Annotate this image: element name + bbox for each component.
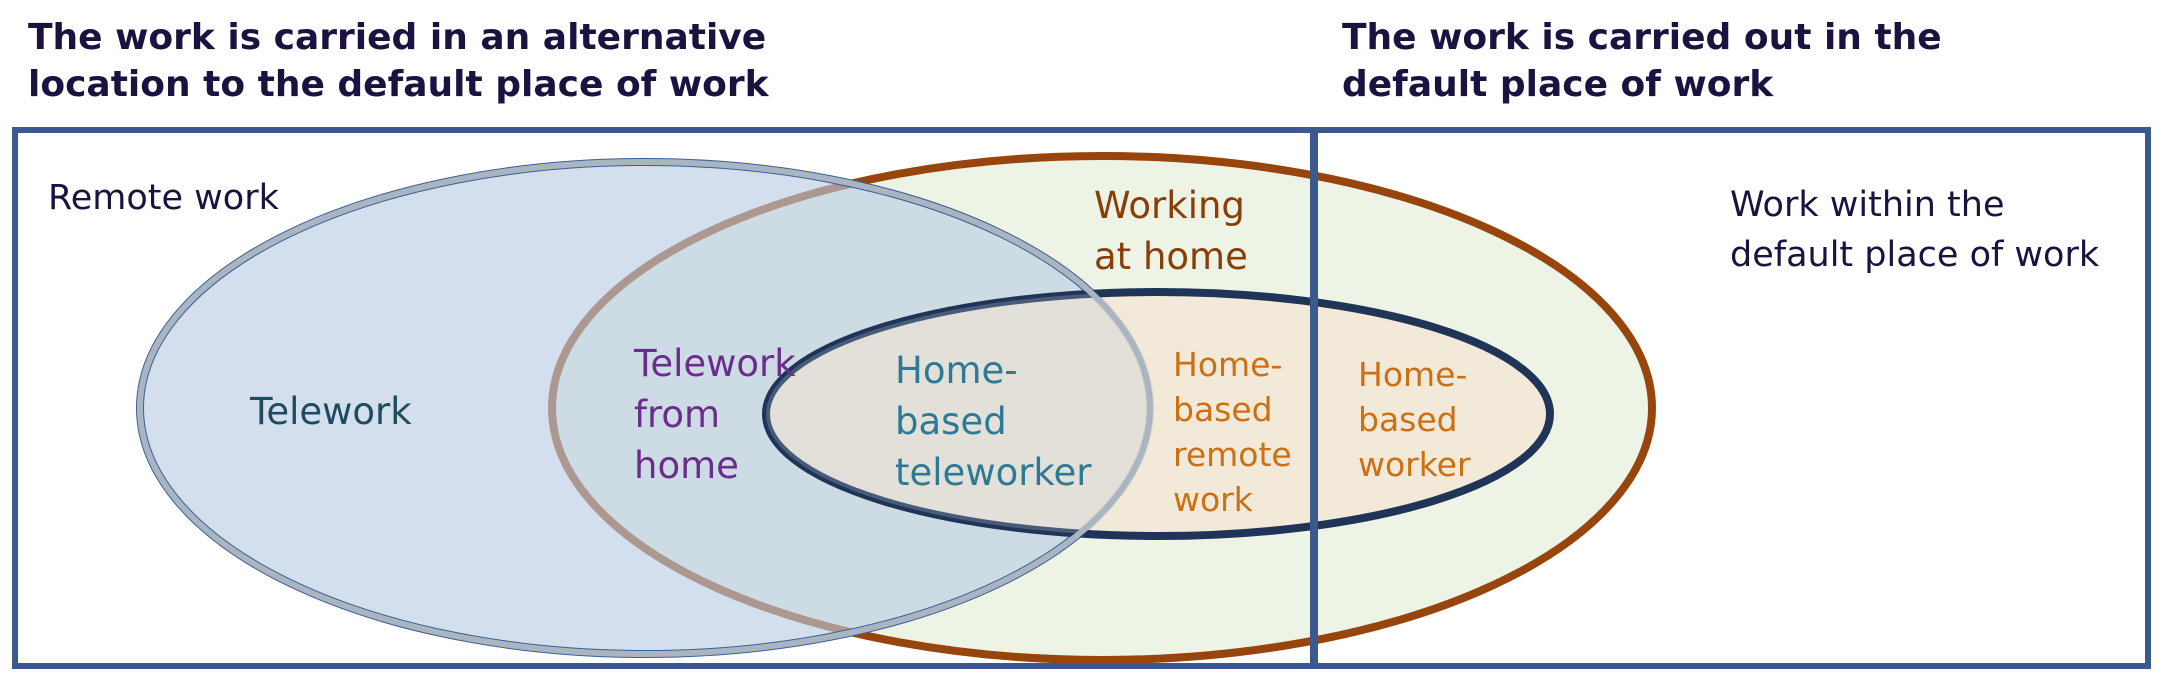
home-based-teleworker-label: Home- based teleworker [895, 349, 1092, 494]
working-at-home-label: Working at home [1094, 184, 1257, 278]
alternative-location-heading: The work is carried in an alternative lo… [28, 14, 769, 108]
work-within-default-label: Work within the default place of work [1730, 185, 2100, 275]
telework-from-home-label: Telework from home [633, 342, 807, 487]
alternative-location-heading-line: location to the default place of work [28, 64, 769, 105]
default-place-heading-line: default place of work [1342, 64, 1774, 105]
home-based-worker-ellipse [762, 288, 1554, 540]
telework-outline-overlay [137, 159, 1153, 657]
home-based-remote-work-label: Home- based remote work [1173, 345, 1302, 519]
default-place-heading: The work is carried out in the default p… [1342, 14, 1942, 108]
default-place-heading-line: The work is carried out in the [1342, 17, 1942, 58]
home-based-worker-label: Home- based worker [1358, 355, 1478, 484]
telework-label: Telework [249, 390, 412, 433]
alternative-location-heading-line: The work is carried in an alternative [28, 17, 767, 58]
remote-work-label: Remote work [48, 178, 280, 218]
default-place-box [1310, 127, 2151, 669]
